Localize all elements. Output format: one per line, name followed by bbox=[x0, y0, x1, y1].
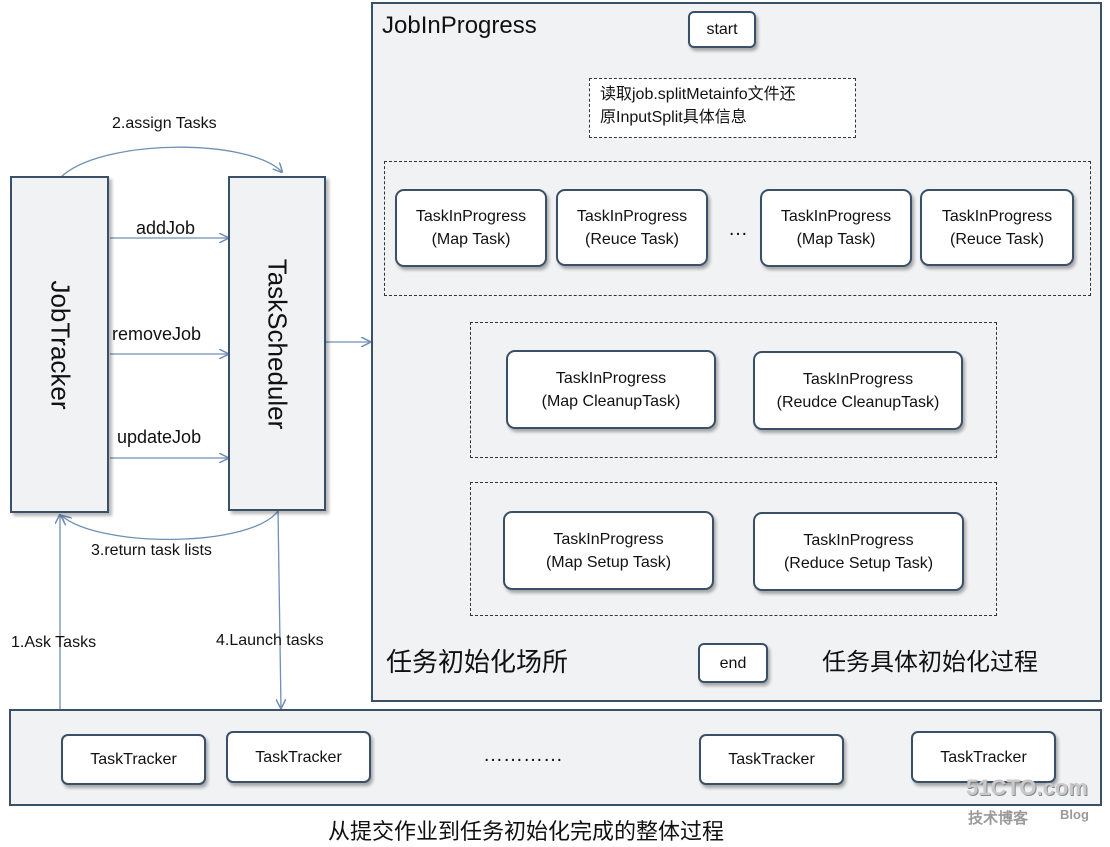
task-tracker-label: TaskTracker bbox=[728, 751, 815, 768]
task-scheduler-label: TaskScheduler bbox=[262, 258, 293, 429]
task-line-1: TaskInProgress bbox=[576, 207, 688, 225]
task-line-1: TaskInProgress bbox=[555, 369, 667, 387]
job-tracker-box: JobTracker bbox=[10, 176, 109, 513]
task-line-1: TaskInProgress bbox=[780, 208, 892, 225]
task-tracker-ellipsis: ………… bbox=[483, 744, 563, 766]
launch-tasks-arrow bbox=[278, 510, 281, 708]
task-in-progress-reduce-setup: TaskInProgress (Reduce Setup Task) bbox=[753, 512, 964, 591]
task-tracker-3: TaskTracker bbox=[699, 734, 844, 785]
task-ellipsis: … bbox=[728, 218, 748, 240]
task-line-2: (Map Task) bbox=[796, 231, 876, 248]
map-reduce-task-group bbox=[384, 161, 1091, 296]
task-in-progress-reduce-cleanup: TaskInProgress (Reudce CleanupTask) bbox=[753, 351, 963, 430]
start-label: start bbox=[706, 21, 738, 38]
task-line-2: (Map CleanupTask) bbox=[541, 392, 681, 410]
task-tracker-label: TaskTracker bbox=[90, 751, 177, 768]
setup-task-group bbox=[470, 482, 997, 616]
start-node: start bbox=[688, 11, 756, 48]
cleanup-task-group bbox=[470, 322, 997, 458]
ask-tasks-label: 1.Ask Tasks bbox=[11, 634, 97, 651]
diagram-caption: 从提交作业到任务初始化完成的整体过程 bbox=[328, 819, 725, 844]
add-job-label: addJob bbox=[136, 218, 196, 238]
task-line-2: (Reudce CleanupTask) bbox=[776, 393, 940, 411]
end-node: end bbox=[698, 643, 768, 683]
split-metainfo-note: 读取job.splitMetainfo文件还 原InputSplit具体信息 bbox=[589, 78, 856, 138]
watermark-sub2: Blog bbox=[1060, 807, 1089, 822]
task-line-1: TaskInProgress bbox=[415, 208, 527, 225]
task-line-2: (Map Task) bbox=[431, 231, 511, 248]
task-in-progress-map-cleanup: TaskInProgress (Map CleanupTask) bbox=[506, 350, 716, 429]
assign-tasks-arrow bbox=[59, 146, 282, 179]
task-tracker-label: TaskTracker bbox=[940, 748, 1027, 766]
task-tracker-4: TaskTracker bbox=[911, 731, 1056, 783]
return-task-lists-arrow bbox=[62, 510, 279, 541]
task-tracker-2: TaskTracker bbox=[226, 731, 371, 783]
end-label: end bbox=[719, 654, 747, 672]
task-in-progress-map-1: TaskInProgress (Map Task) bbox=[395, 189, 547, 267]
task-in-progress-map-setup: TaskInProgress (Map Setup Task) bbox=[503, 511, 714, 590]
task-in-progress-reduce-2: TaskInProgress (Reuce Task) bbox=[920, 189, 1074, 266]
note-line-2: 原InputSplit具体信息 bbox=[600, 109, 747, 126]
watermark-sub1: 技术博客 bbox=[968, 810, 1029, 827]
task-tracker-label: TaskTracker bbox=[255, 748, 342, 766]
job-tracker-label: JobTracker bbox=[45, 279, 75, 410]
task-line-2: (Map Setup Task) bbox=[545, 553, 672, 571]
watermark-site: 51CTO.com bbox=[966, 775, 1088, 800]
init-process-label: 任务具体初始化过程 bbox=[822, 649, 1038, 676]
remove-job-label: removeJob bbox=[112, 324, 202, 344]
job-in-progress-title: JobInProgress bbox=[382, 12, 537, 39]
task-line-2: (Reuce Task) bbox=[950, 230, 1044, 248]
update-job-label: updateJob bbox=[117, 427, 202, 447]
launch-tasks-label: 4.Launch tasks bbox=[216, 632, 324, 649]
task-line-1: TaskInProgress bbox=[802, 370, 914, 388]
return-task-lists-label: 3.return task lists bbox=[91, 542, 212, 559]
assign-tasks-label: 2.assign Tasks bbox=[112, 115, 217, 132]
task-line-1: TaskInProgress bbox=[941, 207, 1053, 225]
task-tracker-1: TaskTracker bbox=[61, 734, 206, 785]
task-in-progress-map-2: TaskInProgress (Map Task) bbox=[760, 189, 912, 267]
task-line-1: TaskInProgress bbox=[803, 531, 914, 549]
init-place-label: 任务初始化场所 bbox=[386, 647, 569, 677]
note-line-1: 读取job.splitMetainfo文件还 bbox=[600, 86, 796, 103]
task-line-2: (Reuce Task) bbox=[585, 230, 679, 248]
task-in-progress-reduce-1: TaskInProgress (Reuce Task) bbox=[556, 189, 708, 266]
task-line-2: (Reduce Setup Task) bbox=[783, 554, 934, 572]
task-scheduler-box: TaskScheduler bbox=[228, 176, 326, 511]
task-line-1: TaskInProgress bbox=[553, 530, 664, 548]
